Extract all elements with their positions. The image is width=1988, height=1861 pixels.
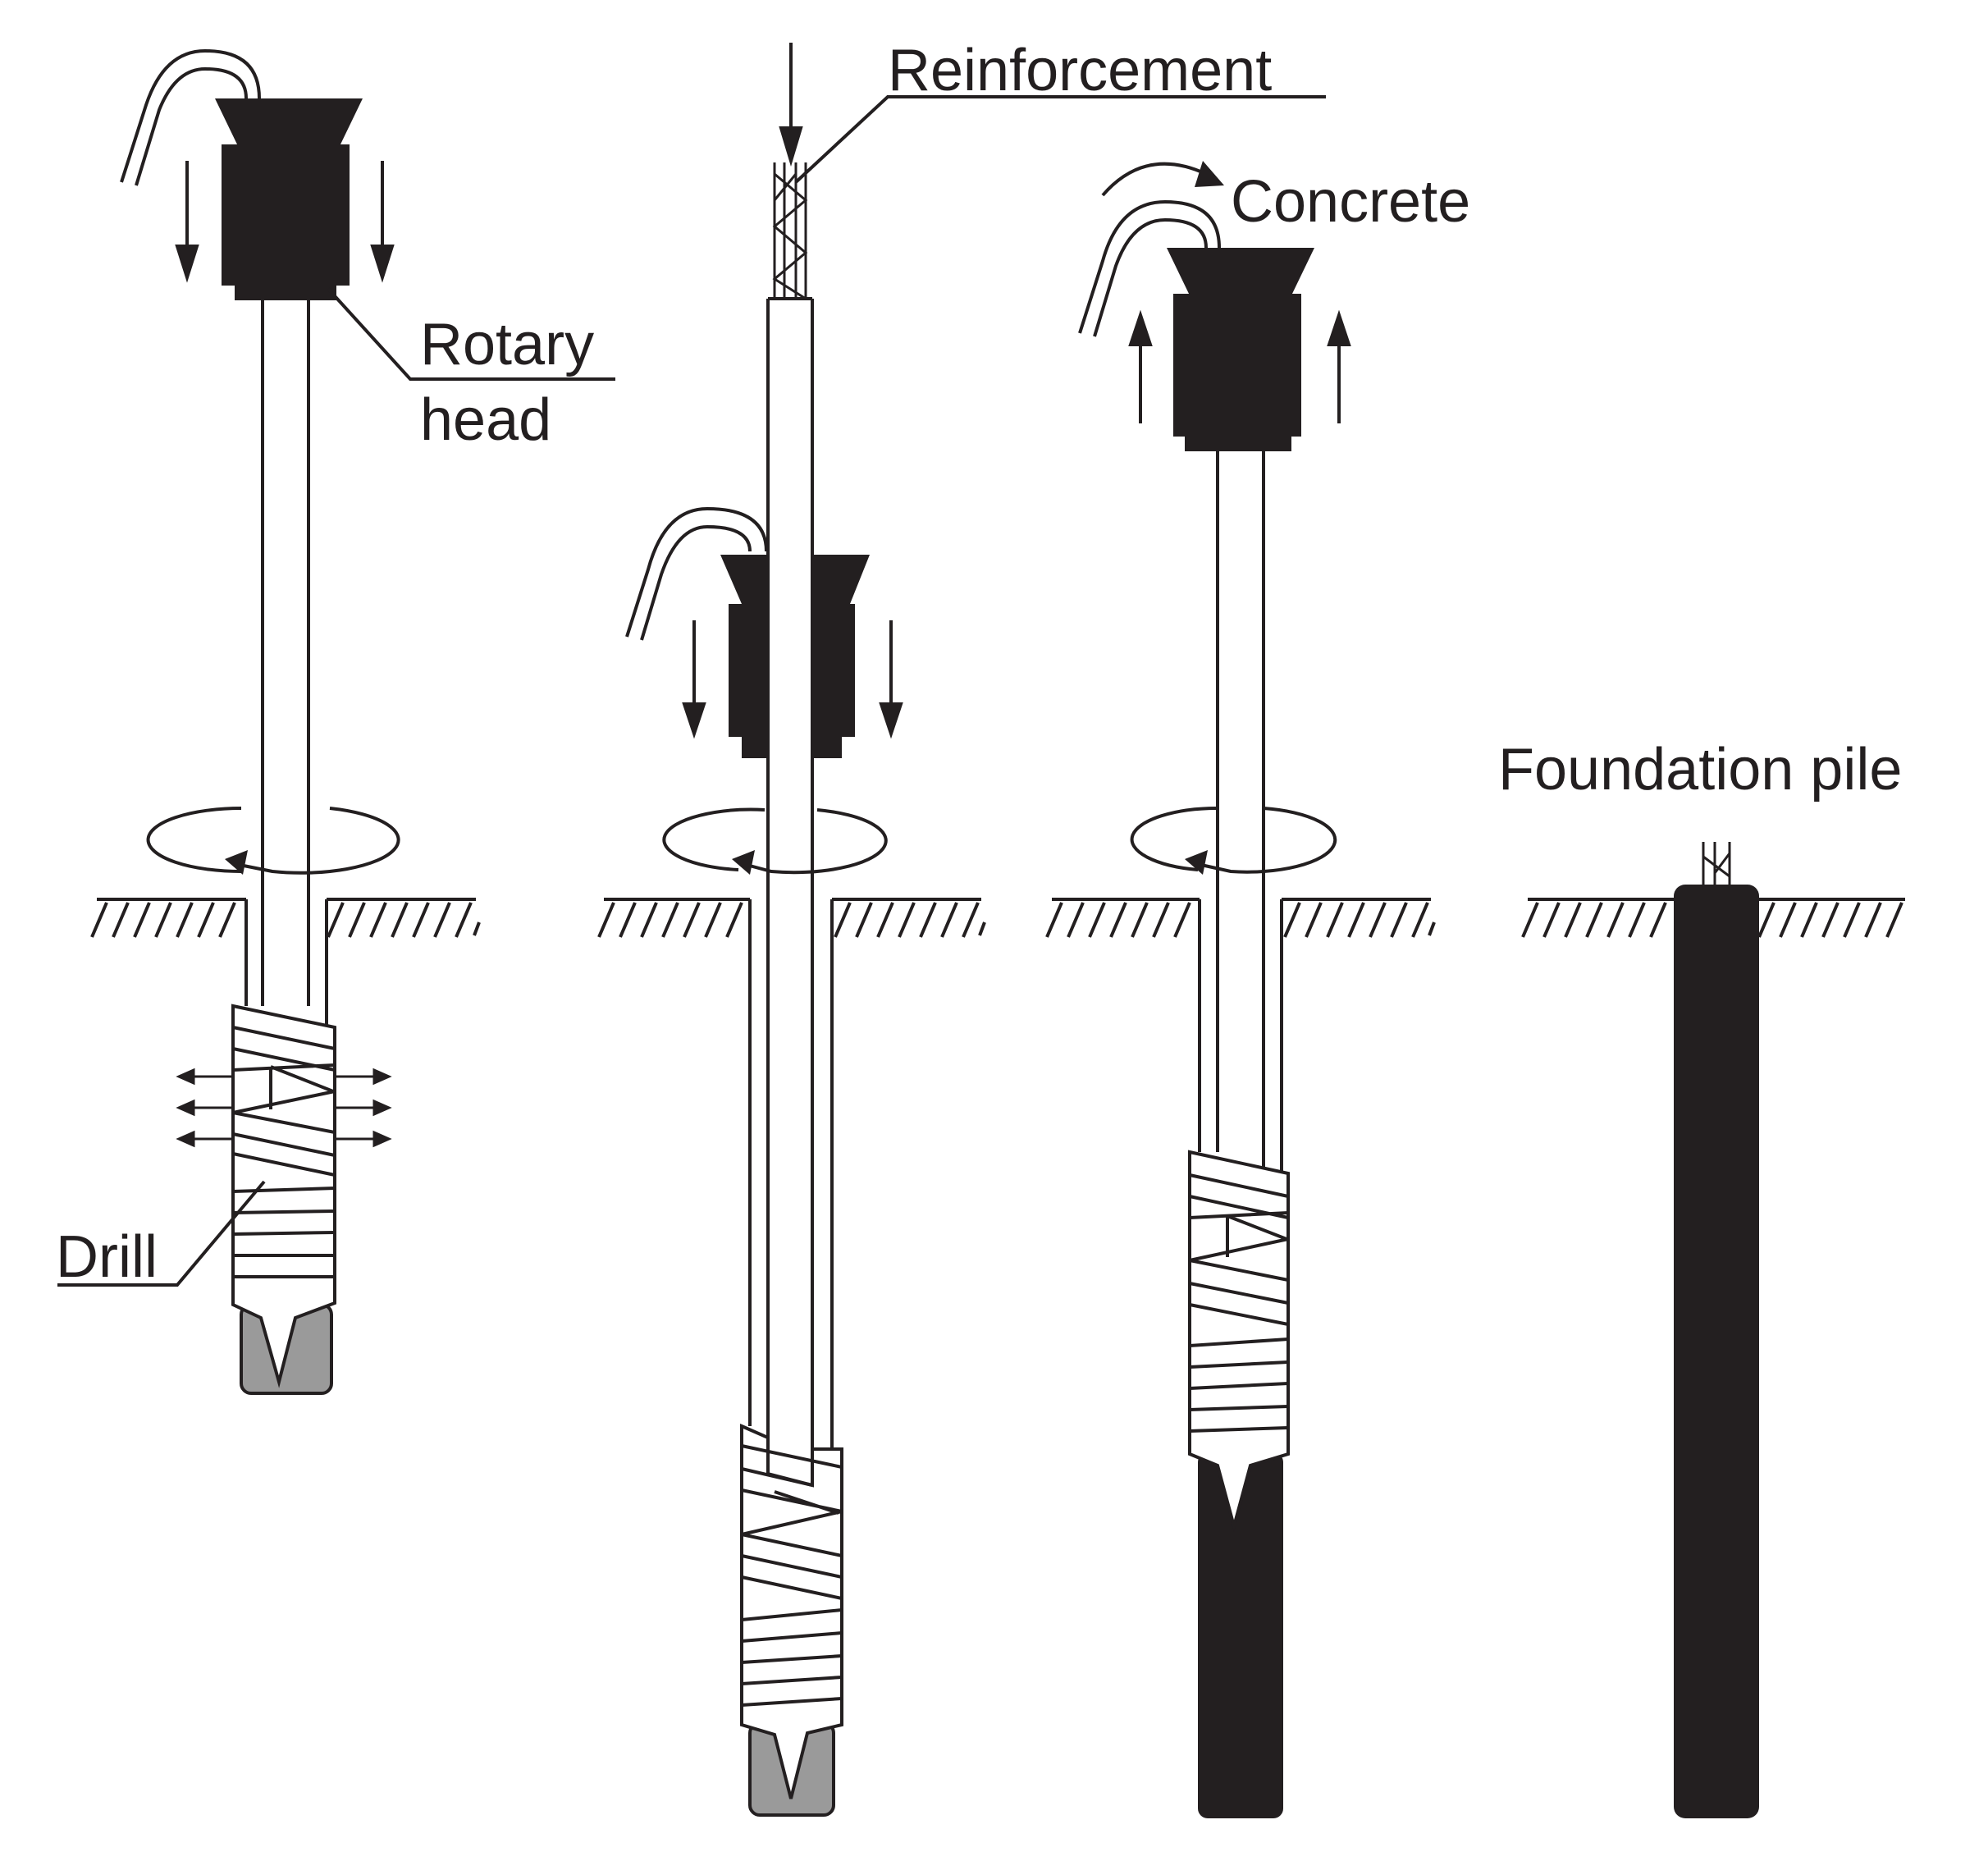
hose-icon [120, 48, 261, 186]
lateral-pressure-arrows-icon [176, 1068, 392, 1148]
arrow-up-icon [1128, 309, 1351, 423]
leader-lines [794, 95, 1326, 184]
reinforcement-cage [772, 162, 808, 300]
arrow-down-icon [779, 43, 803, 167]
stage-concreting [1045, 161, 1436, 1818]
concrete-column [1198, 1452, 1283, 1818]
label-reinforcement: Reinforcement [888, 38, 1272, 103]
rotation-arrow-icon [1130, 806, 1337, 875]
drill-auger [1188, 1150, 1290, 1533]
drill-rod [261, 300, 310, 1006]
drill-rod [1216, 451, 1265, 1172]
rotation-arrow-icon [146, 807, 400, 875]
rotary-head [1167, 248, 1314, 451]
concrete-flow-arrow-icon [1101, 161, 1224, 197]
rotation-arrow-icon [662, 807, 888, 875]
leader-lines [57, 287, 615, 1287]
drill-auger [231, 1004, 336, 1395]
ground-surface [597, 898, 986, 1449]
drill-auger [740, 1423, 843, 1817]
hose-icon [1078, 199, 1221, 337]
label-drill: Drill [56, 1224, 158, 1290]
rotary-head [720, 555, 870, 758]
stage-reinforcement [597, 43, 1326, 1817]
arrow-down-icon [175, 161, 395, 283]
ground-surface [1521, 898, 1905, 938]
label-foundation-pile: Foundation pile [1498, 737, 1902, 802]
label-rotary-head-line1: Rotary [420, 312, 594, 377]
stage-foundation-pile [1521, 842, 1905, 1818]
foundation-pile-body [1674, 885, 1759, 1818]
rotary-head [215, 98, 363, 300]
reinforcement-stub [1702, 842, 1731, 886]
ground-surface [1045, 898, 1436, 1173]
arrow-down-icon [682, 620, 903, 739]
label-concrete: Concrete [1231, 169, 1470, 235]
label-rotary-head-line2: head [420, 387, 551, 453]
hose-icon [625, 506, 768, 641]
ground-surface [90, 898, 481, 1026]
drill-rod [766, 297, 814, 1482]
stage-drilling [57, 48, 615, 1395]
